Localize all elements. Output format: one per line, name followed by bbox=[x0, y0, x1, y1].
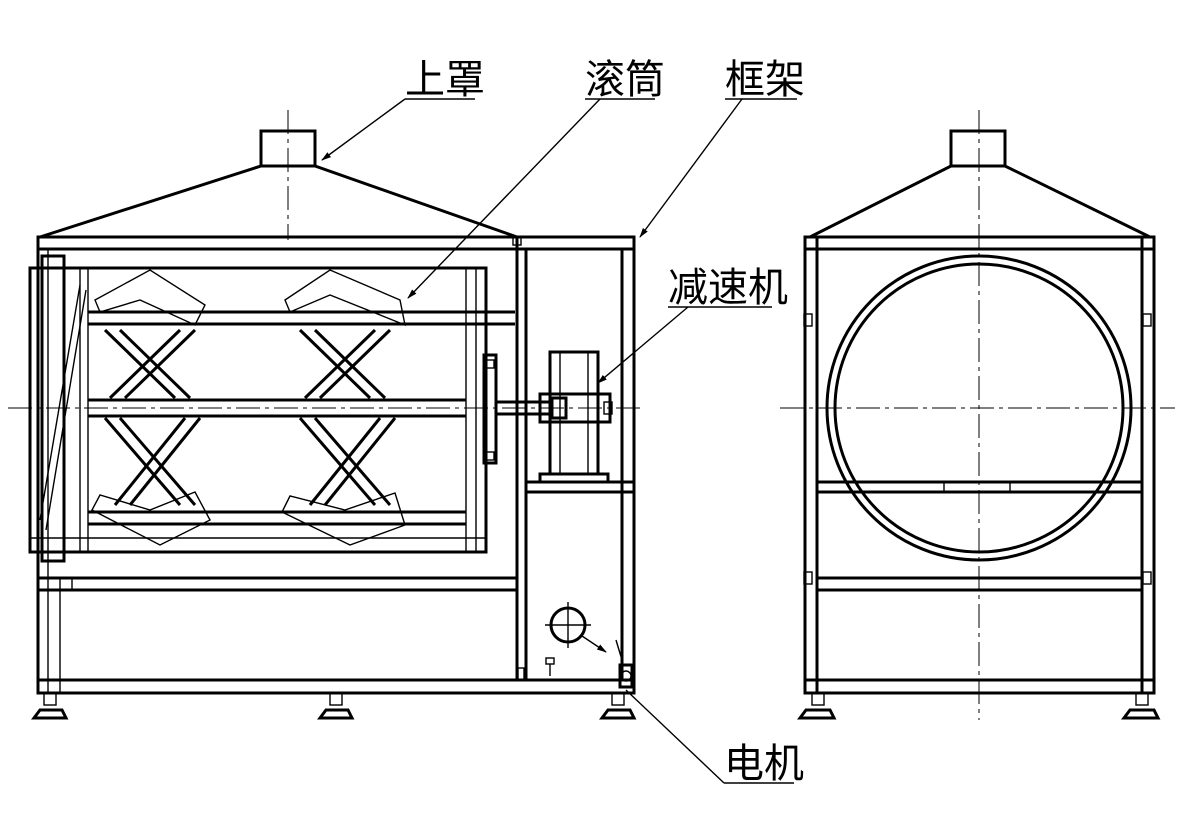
front-motor bbox=[517, 602, 634, 689]
front-feet bbox=[31, 692, 637, 720]
front-reducer bbox=[496, 350, 613, 484]
side-feet bbox=[797, 692, 1161, 720]
front-drum bbox=[28, 254, 515, 563]
front-view bbox=[8, 110, 640, 720]
callout-reducer: 减速机 bbox=[597, 265, 788, 384]
label-motor: 电机 bbox=[724, 741, 804, 787]
label-top-cover: 上罩 bbox=[405, 57, 485, 103]
side-view bbox=[780, 110, 1175, 720]
front-top-cover bbox=[39, 129, 518, 239]
callout-motor: 电机 bbox=[581, 635, 804, 787]
callout-frame: 框架 bbox=[639, 57, 805, 238]
label-drum: 滚筒 bbox=[585, 57, 665, 103]
label-frame: 框架 bbox=[725, 57, 805, 103]
front-frame bbox=[36, 235, 636, 695]
callout-drum: 滚筒 bbox=[407, 57, 665, 299]
label-reducer: 减速机 bbox=[668, 265, 788, 311]
callout-top-cover: 上罩 bbox=[321, 57, 485, 161]
side-top-cover bbox=[809, 129, 1151, 239]
